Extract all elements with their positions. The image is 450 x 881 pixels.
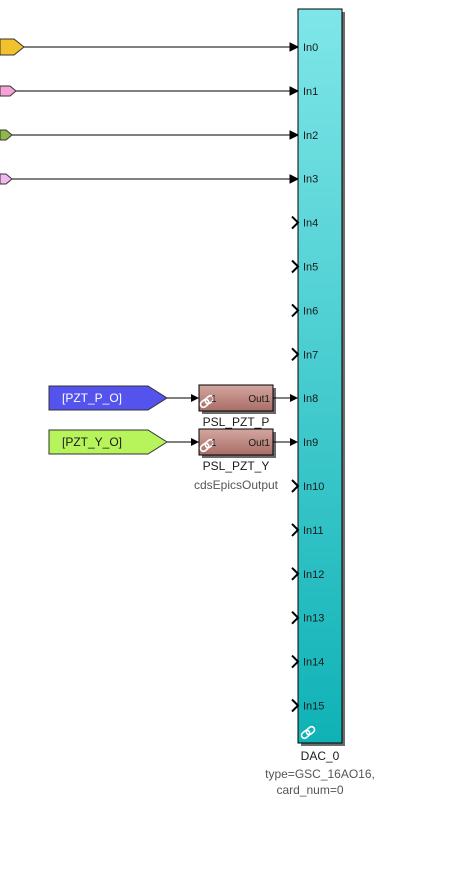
arrowhead <box>289 86 300 96</box>
goto-tag-pzt-y-o[interactable]: [PZT_Y_O] <box>48 429 168 455</box>
unconnected-port-chevron[interactable] <box>291 479 300 493</box>
goto-tag-label: [PZT_P_O] <box>62 391 122 405</box>
dac-port-label-in14: In14 <box>303 657 324 669</box>
library-link-icon <box>300 725 316 740</box>
signal-lines-top <box>12 42 300 184</box>
arrowhead <box>290 438 298 446</box>
source-tag-shape[interactable] <box>0 129 13 141</box>
dac-block[interactable]: In0In1In2In3In4In5In6In7In8In9In10In11In… <box>265 8 375 797</box>
goto-tag-shape[interactable] <box>48 429 168 455</box>
unconnected-port-chevron[interactable] <box>291 259 300 274</box>
unconnected-port-chevron[interactable] <box>291 567 300 581</box>
unconnected-port-chevron[interactable] <box>291 215 300 230</box>
dac-block-body[interactable] <box>297 8 343 744</box>
dac-port-label-in10: In10 <box>303 481 324 493</box>
subsystem-name: PSL_PZT_P <box>203 415 270 429</box>
source-tag-shape[interactable] <box>0 38 25 56</box>
offscreen-source-in0[interactable] <box>0 38 25 56</box>
unconnected-port-chevron[interactable] <box>291 698 300 713</box>
dac-block-name: DAC_0 <box>301 749 340 763</box>
dac-port-label-in1: In1 <box>303 86 318 98</box>
arrowhead <box>289 130 300 140</box>
offscreen-source-in3[interactable] <box>0 173 13 185</box>
dac-port-label-in12: In12 <box>303 569 324 581</box>
goto-tag-label: [PZT_Y_O] <box>62 435 122 449</box>
subsystem-name: PSL_PZT_Y <box>203 459 270 473</box>
arrowhead <box>191 394 199 402</box>
offscreen-source-in1[interactable] <box>0 85 17 97</box>
subsystem-out-port-label: Out1 <box>248 394 270 405</box>
dac-port-label-in11: In11 <box>303 525 324 537</box>
goto-tag-pzt-p-o[interactable]: [PZT_P_O] <box>48 385 168 411</box>
dac-port-label-in13: In13 <box>303 613 324 625</box>
dac-port-label-in0: In0 <box>303 42 318 54</box>
offscreen-source-in2[interactable] <box>0 129 13 141</box>
dac-param-type: type=GSC_16AO16, <box>265 767 375 781</box>
arrowhead <box>290 394 298 402</box>
dac-input-ports: In0In1In2In3In4In5In6In7In8In9In10In11In… <box>291 42 324 713</box>
goto-tag-shape[interactable] <box>48 385 168 411</box>
unconnected-port-chevron[interactable] <box>291 347 300 362</box>
unconnected-port-chevron[interactable] <box>291 303 300 318</box>
library-link-icon <box>199 438 215 453</box>
subsystem-out-port-label: Out1 <box>248 438 270 449</box>
arrowhead <box>191 438 199 446</box>
arrowhead <box>289 42 300 52</box>
subsystem-psl-pzt-y[interactable]: 1 Out1 PSL_PZT_Y cdsEpicsOutput <box>194 428 279 492</box>
dac-port-label-in8: In8 <box>303 393 318 405</box>
source-tag-shape[interactable] <box>0 85 17 97</box>
dac-port-label-in3: In3 <box>303 174 318 186</box>
subsystem-in-port-label: 1 <box>211 438 217 449</box>
library-link-icon <box>199 394 215 409</box>
dac-port-label-in7: In7 <box>303 349 318 361</box>
dac-port-label-in6: In6 <box>303 305 318 317</box>
unconnected-port-chevron[interactable] <box>291 610 300 625</box>
dac-param-card-num: card_num=0 <box>276 783 343 797</box>
subsystem-in-port-label: 1 <box>211 394 217 405</box>
subsystem-psl-pzt-p[interactable]: 1 Out1 PSL_PZT_P <box>198 384 276 429</box>
dac-port-label-in15: In15 <box>303 701 324 713</box>
arrowhead <box>289 174 300 184</box>
unconnected-port-chevron[interactable] <box>291 523 300 537</box>
unconnected-port-chevron[interactable] <box>291 654 300 669</box>
dac-port-label-in5: In5 <box>303 262 318 274</box>
source-tag-shape[interactable] <box>0 173 13 185</box>
subsystem-library-name: cdsEpicsOutput <box>194 478 279 492</box>
dac-port-label-in2: In2 <box>303 130 318 142</box>
dac-port-label-in9: In9 <box>303 437 318 449</box>
dac-port-label-in4: In4 <box>303 218 318 230</box>
